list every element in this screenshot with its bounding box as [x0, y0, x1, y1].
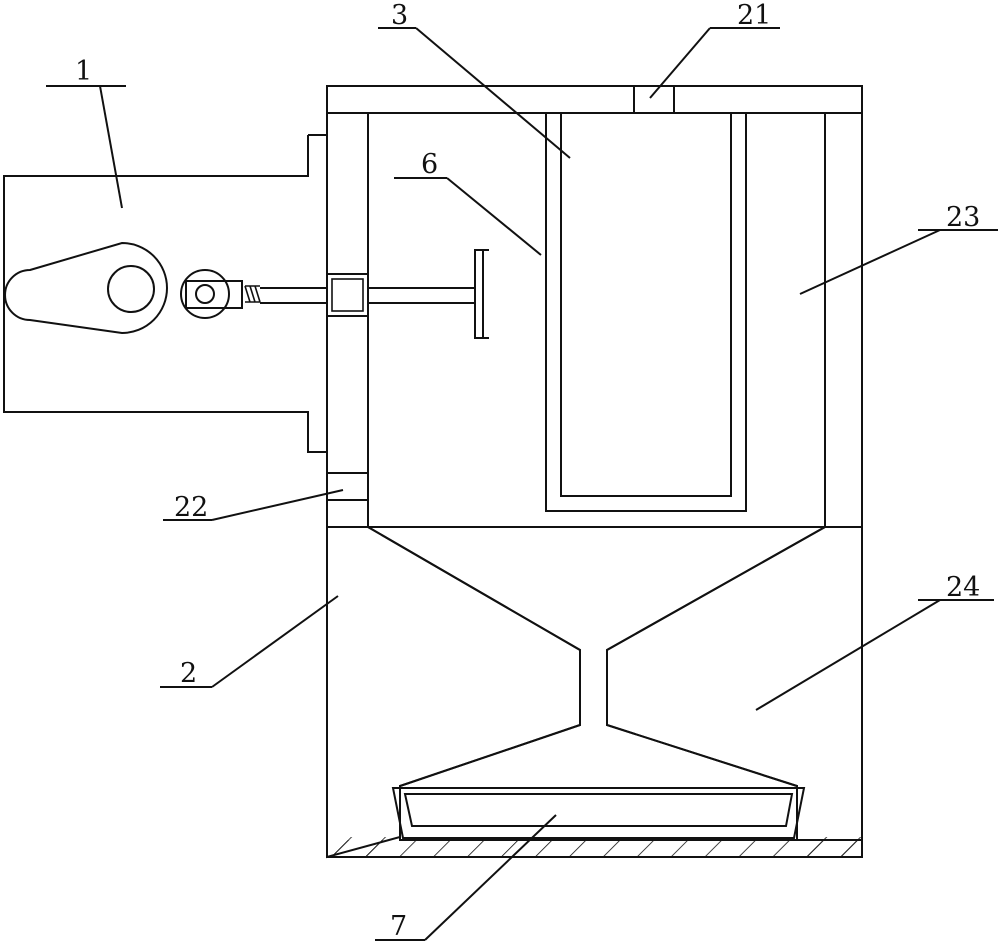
- label-1: 1: [75, 56, 92, 87]
- label-22: 22: [174, 492, 208, 523]
- label-2: 2: [180, 658, 197, 689]
- label-6: 6: [421, 149, 438, 180]
- drive-mechanism: [3, 134, 489, 453]
- collection-tray: [391, 787, 806, 839]
- basket: [545, 112, 747, 512]
- label-24: 24: [946, 572, 980, 603]
- label-7: 7: [390, 911, 407, 942]
- label-21: 21: [737, 0, 771, 31]
- label-3: 3: [391, 0, 408, 31]
- part-labels: 1 3 6 21 23 22 2 24 7: [75, 0, 980, 942]
- lower-body: [326, 526, 863, 859]
- leader-lines: [46, 27, 998, 941]
- label-23: 23: [946, 202, 980, 233]
- upper-housing: [326, 85, 863, 528]
